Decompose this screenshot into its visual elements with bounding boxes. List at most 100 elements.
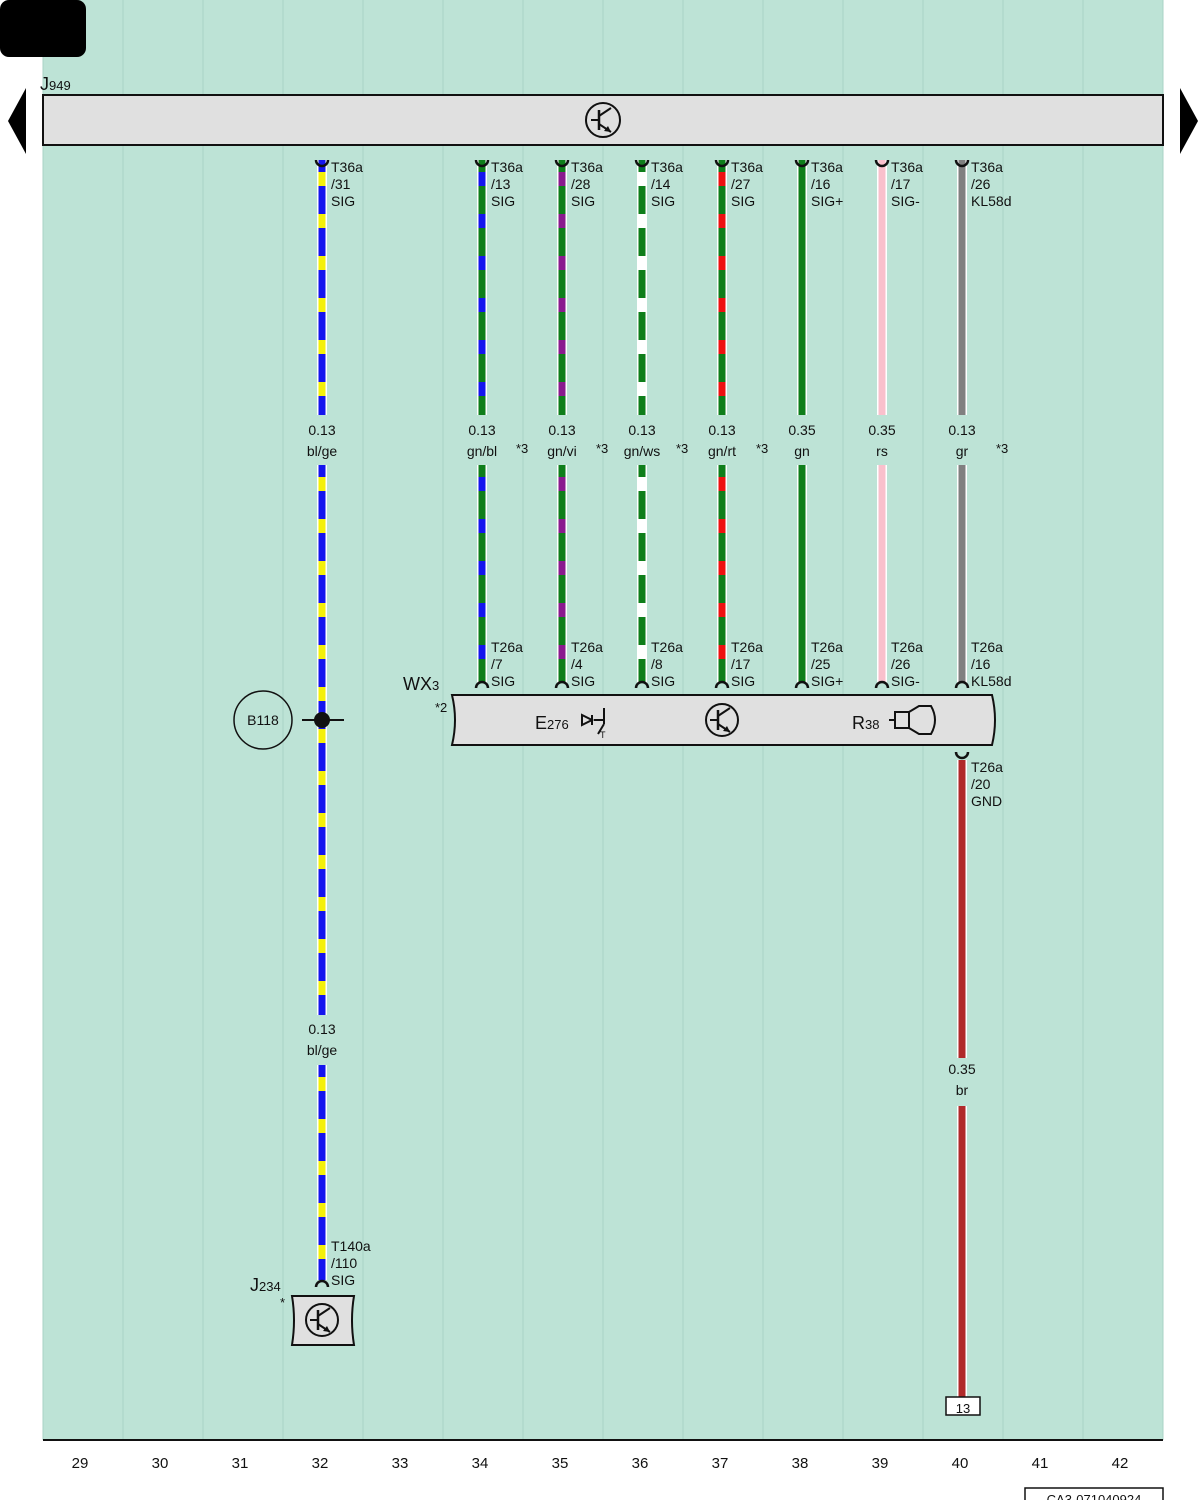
svg-text:0.35: 0.35 (948, 1061, 975, 1077)
grid-number: 35 (552, 1455, 569, 1472)
wire-38-lower-segment (797, 465, 807, 683)
svg-text:br: br (956, 1082, 969, 1098)
triangle-left-icon[interactable] (8, 88, 26, 154)
wx3-label: WX3 (403, 674, 439, 694)
wire-39-upper-segment (877, 160, 887, 415)
e276-label: E276 (535, 713, 569, 733)
b118-label: B118 (247, 712, 279, 728)
page-corner-tab (0, 0, 86, 57)
svg-text:gr: gr (956, 443, 969, 459)
wire-36-lower-segment (637, 465, 647, 683)
svg-text:*3: *3 (756, 441, 768, 456)
wire-32-lower-label: 0.13 bl/ge (307, 1021, 338, 1058)
svg-text:*3: *3 (516, 441, 528, 456)
grid-number: 34 (472, 1455, 489, 1472)
connector-pin-top (634, 159, 650, 168)
connector-pin-top (794, 159, 810, 168)
terminal-13-label: 13 (956, 1401, 970, 1416)
connector-pin-bottom (714, 680, 730, 689)
svg-text:0.13: 0.13 (468, 422, 495, 438)
wire-40-gnd-lower-segment (957, 1106, 967, 1397)
triangle-right-icon[interactable] (1180, 88, 1198, 154)
grid-number: 39 (872, 1455, 889, 1472)
svg-text:bl/ge: bl/ge (307, 1042, 338, 1058)
grid-number: 32 (312, 1455, 329, 1472)
grid-number: 40 (952, 1455, 969, 1472)
wire-37-lower-segment (717, 465, 727, 683)
svg-text:gn/ws: gn/ws (624, 443, 661, 459)
transistor-circle-icon (585, 102, 621, 138)
svg-text:0.13: 0.13 (308, 422, 335, 438)
wire-38-upper-segment (797, 160, 807, 415)
wx3-module-bar (450, 694, 996, 746)
svg-text:bl/ge: bl/ge (307, 443, 338, 459)
svg-text:rs: rs (876, 443, 888, 459)
wire-32-top-segment (317, 160, 327, 415)
svg-text:0.13: 0.13 (548, 422, 575, 438)
svg-text:0.13: 0.13 (628, 422, 655, 438)
wire-37-upper-segment (717, 160, 727, 415)
svg-text:0.35: 0.35 (788, 422, 815, 438)
j234-module-box (290, 1295, 356, 1346)
b118-splice-circle (233, 690, 293, 750)
wire-40-upper-segment (957, 160, 967, 415)
svg-text:0.13: 0.13 (708, 422, 735, 438)
grid-number: 37 (712, 1455, 729, 1472)
wire-35-lower-segment (557, 465, 567, 683)
j949-label: J949 (40, 74, 71, 94)
connector-pin-top (554, 159, 570, 168)
connector-pin-bottom (554, 680, 570, 689)
svg-text:gn/bl: gn/bl (467, 443, 497, 459)
wire-34-upper-segment (477, 160, 487, 415)
connector-pin-bottom (874, 680, 890, 689)
svg-text:gn/rt: gn/rt (708, 443, 736, 459)
grid-number: 31 (232, 1455, 249, 1472)
wire-32-bottom-segment (317, 1065, 327, 1280)
connector-pin-gnd (954, 751, 970, 760)
svg-text:0.13: 0.13 (308, 1021, 335, 1037)
grid-number: 29 (72, 1455, 89, 1472)
wire-34-lower-segment (477, 465, 487, 683)
r38-label: R38 (852, 713, 879, 733)
svg-text:*3: *3 (676, 441, 688, 456)
transistor-circle-icon (705, 703, 739, 737)
connector-pin-bottom (794, 680, 810, 689)
wire-40-lower-segment (957, 465, 967, 683)
grid-number: 42 (1112, 1455, 1129, 1472)
wire-label: 0.13 gn/bl *3 (467, 422, 528, 459)
grid-number: 41 (1032, 1455, 1049, 1472)
wire-40-gnd-upper-segment (957, 760, 967, 1058)
wire-label: 0.13 gn/rt *3 (708, 422, 768, 459)
svg-text:T: T (600, 730, 606, 740)
grid-number: 33 (392, 1455, 409, 1472)
svg-text:0.13: 0.13 (948, 422, 975, 438)
connector-pin-j234 (314, 1279, 330, 1288)
wire-40-lower-label: 0.35 br (948, 1061, 975, 1098)
transistor-circle-icon (305, 1303, 339, 1337)
svg-text:gn/vi: gn/vi (547, 443, 577, 459)
b118-splice-dot (314, 712, 330, 728)
wire-label: 0.13 bl/ge (307, 422, 338, 459)
antenna-icon: T (581, 708, 606, 740)
j234-label: J234 (250, 1275, 281, 1295)
